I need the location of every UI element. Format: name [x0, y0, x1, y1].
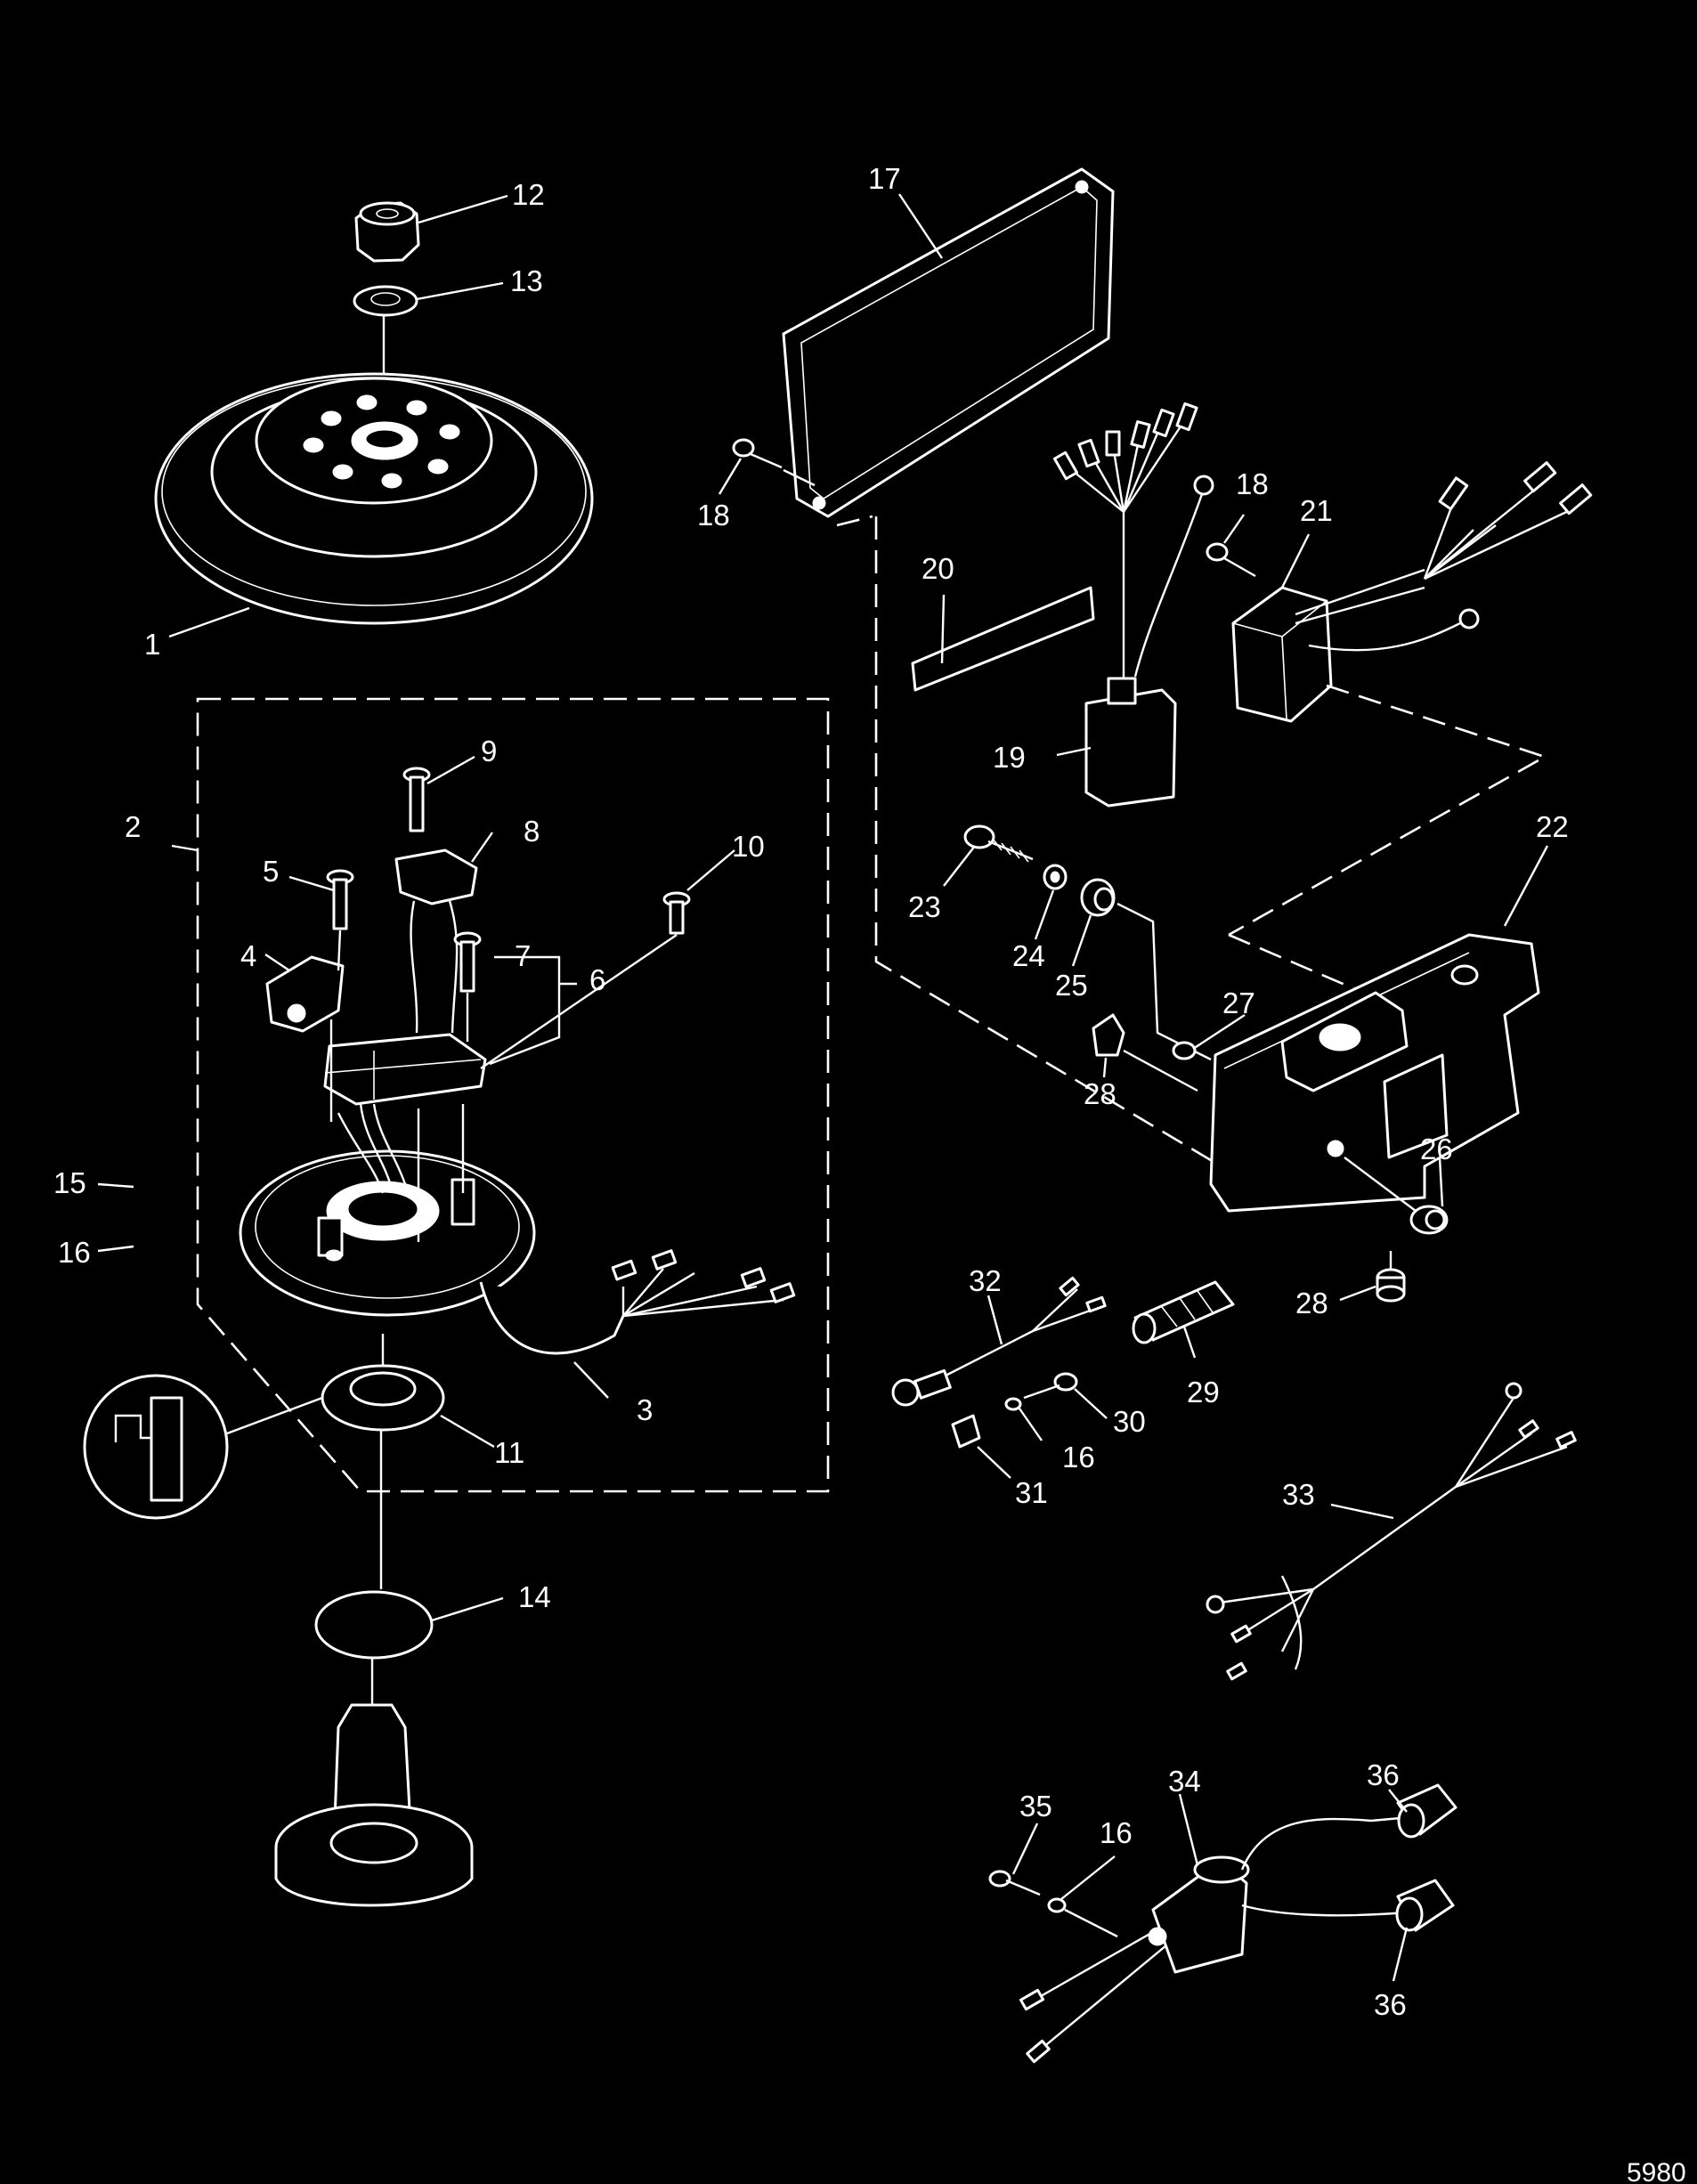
- callout-18-right: 18: [1236, 467, 1269, 500]
- callout-23: 23: [908, 890, 941, 923]
- stator-plate: [239, 1149, 536, 1317]
- callout-13: 13: [510, 264, 543, 297]
- callout-36-upper: 36: [1367, 1758, 1400, 1791]
- washer-16-mid: [1004, 1397, 1022, 1411]
- callout-3: 3: [637, 1393, 653, 1426]
- plug-26: [1409, 1205, 1449, 1235]
- coil-21: [1231, 461, 1593, 723]
- cover-17: [782, 167, 1115, 518]
- assembly-boundary-2: [196, 697, 830, 1493]
- phantom-line-a: [836, 515, 873, 527]
- stator-harness-wires: [337, 1103, 407, 1194]
- spark-plug-boot-36-lower: [1395, 1879, 1455, 1932]
- seal-detail-inset: [83, 1374, 229, 1520]
- screw-35: [988, 1870, 1041, 1896]
- o-ring-14: [314, 1590, 434, 1660]
- callout-25: 25: [1055, 969, 1088, 1002]
- callout-4: 4: [240, 939, 256, 972]
- phantom-line-d: [1228, 933, 1354, 990]
- callout-20: 20: [922, 552, 954, 585]
- screw-30: [1023, 1372, 1078, 1400]
- callout-28-upper: 28: [1084, 1077, 1116, 1110]
- callout-26: 26: [1420, 1133, 1453, 1165]
- screw-23: [963, 824, 1034, 863]
- callout-30: 30: [1113, 1405, 1146, 1438]
- callout-labels: 1 2 3 4 5 6 7 8 9 10 11 12 13 14 15 16 1…: [53, 162, 1569, 2021]
- screw-10: [662, 891, 691, 935]
- nut-27: [1172, 1041, 1197, 1060]
- callout-33: 33: [1282, 1478, 1315, 1511]
- callout-16-mid: 16: [1062, 1441, 1095, 1474]
- sleeve-29: [1132, 1280, 1235, 1344]
- trigger-coil: [265, 955, 345, 1033]
- switch-box-8: [394, 848, 478, 905]
- callout-32: 32: [969, 1264, 1002, 1297]
- seal-11: [321, 1364, 445, 1432]
- callout-16-left: 16: [58, 1236, 91, 1269]
- callout-5: 5: [263, 855, 279, 888]
- callout-19: 19: [993, 741, 1026, 774]
- coil-34: [1019, 1815, 1421, 2064]
- screw-9: [402, 767, 431, 832]
- screw-18-left: [732, 438, 783, 469]
- callout-12: 12: [512, 178, 545, 211]
- ignition-module: [323, 1033, 487, 1106]
- crankshaft-end: [274, 1703, 474, 1907]
- stator-wire-harness-3: [479, 1249, 796, 1355]
- decal-20: [911, 586, 1095, 692]
- leader-lines: [97, 193, 1549, 1982]
- rectifier-19: [1052, 402, 1214, 808]
- callout-29: 29: [1187, 1376, 1220, 1409]
- callout-18-left: 18: [697, 499, 730, 532]
- screw-7: [453, 931, 482, 993]
- screw-18-right: [1206, 542, 1256, 578]
- callout-24: 24: [1012, 939, 1045, 972]
- callout-7: 7: [515, 939, 531, 972]
- grommet-28-lower: [1376, 1268, 1406, 1303]
- screw-5: [326, 869, 354, 930]
- callout-1: 1: [144, 628, 160, 661]
- callout-8: 8: [524, 815, 540, 848]
- callout-14: 14: [518, 1580, 551, 1613]
- flywheel-washer: [353, 285, 418, 317]
- phantom-line-b: [874, 516, 1230, 1173]
- harness-33: [1206, 1382, 1577, 1681]
- callout-16-lower: 16: [1100, 1816, 1133, 1849]
- callout-31: 31: [1015, 1476, 1048, 1509]
- washer-16-lower: [1047, 1897, 1067, 1913]
- flywheel: [154, 372, 594, 625]
- clip-28-upper: [1092, 1013, 1125, 1057]
- flywheel-nut: [354, 201, 420, 263]
- callout-36-lower: 36: [1374, 1988, 1407, 2021]
- callout-11: 11: [494, 1436, 524, 1469]
- callout-27: 27: [1222, 986, 1255, 1019]
- callout-9: 9: [481, 735, 497, 767]
- callout-15: 15: [53, 1166, 86, 1199]
- washer-24: [1043, 864, 1068, 890]
- callout-6: 6: [589, 963, 605, 996]
- callout-10: 10: [732, 830, 765, 863]
- callout-28-lower: 28: [1295, 1287, 1328, 1319]
- grommet-25: [1080, 878, 1116, 917]
- figure-number: 5980: [1627, 2158, 1686, 2184]
- callout-21: 21: [1300, 494, 1333, 527]
- spark-plug-boot-36-upper: [1396, 1783, 1457, 1839]
- clamp-31: [951, 1414, 981, 1449]
- callout-35: 35: [1019, 1790, 1052, 1823]
- callout-22: 22: [1536, 810, 1569, 843]
- callout-2: 2: [125, 810, 141, 843]
- switch-box-22: [1209, 933, 1540, 1213]
- callout-17: 17: [868, 162, 901, 195]
- phantom-line-c: [1228, 684, 1548, 937]
- callout-34: 34: [1168, 1765, 1201, 1798]
- sensor-32: [891, 1276, 1107, 1407]
